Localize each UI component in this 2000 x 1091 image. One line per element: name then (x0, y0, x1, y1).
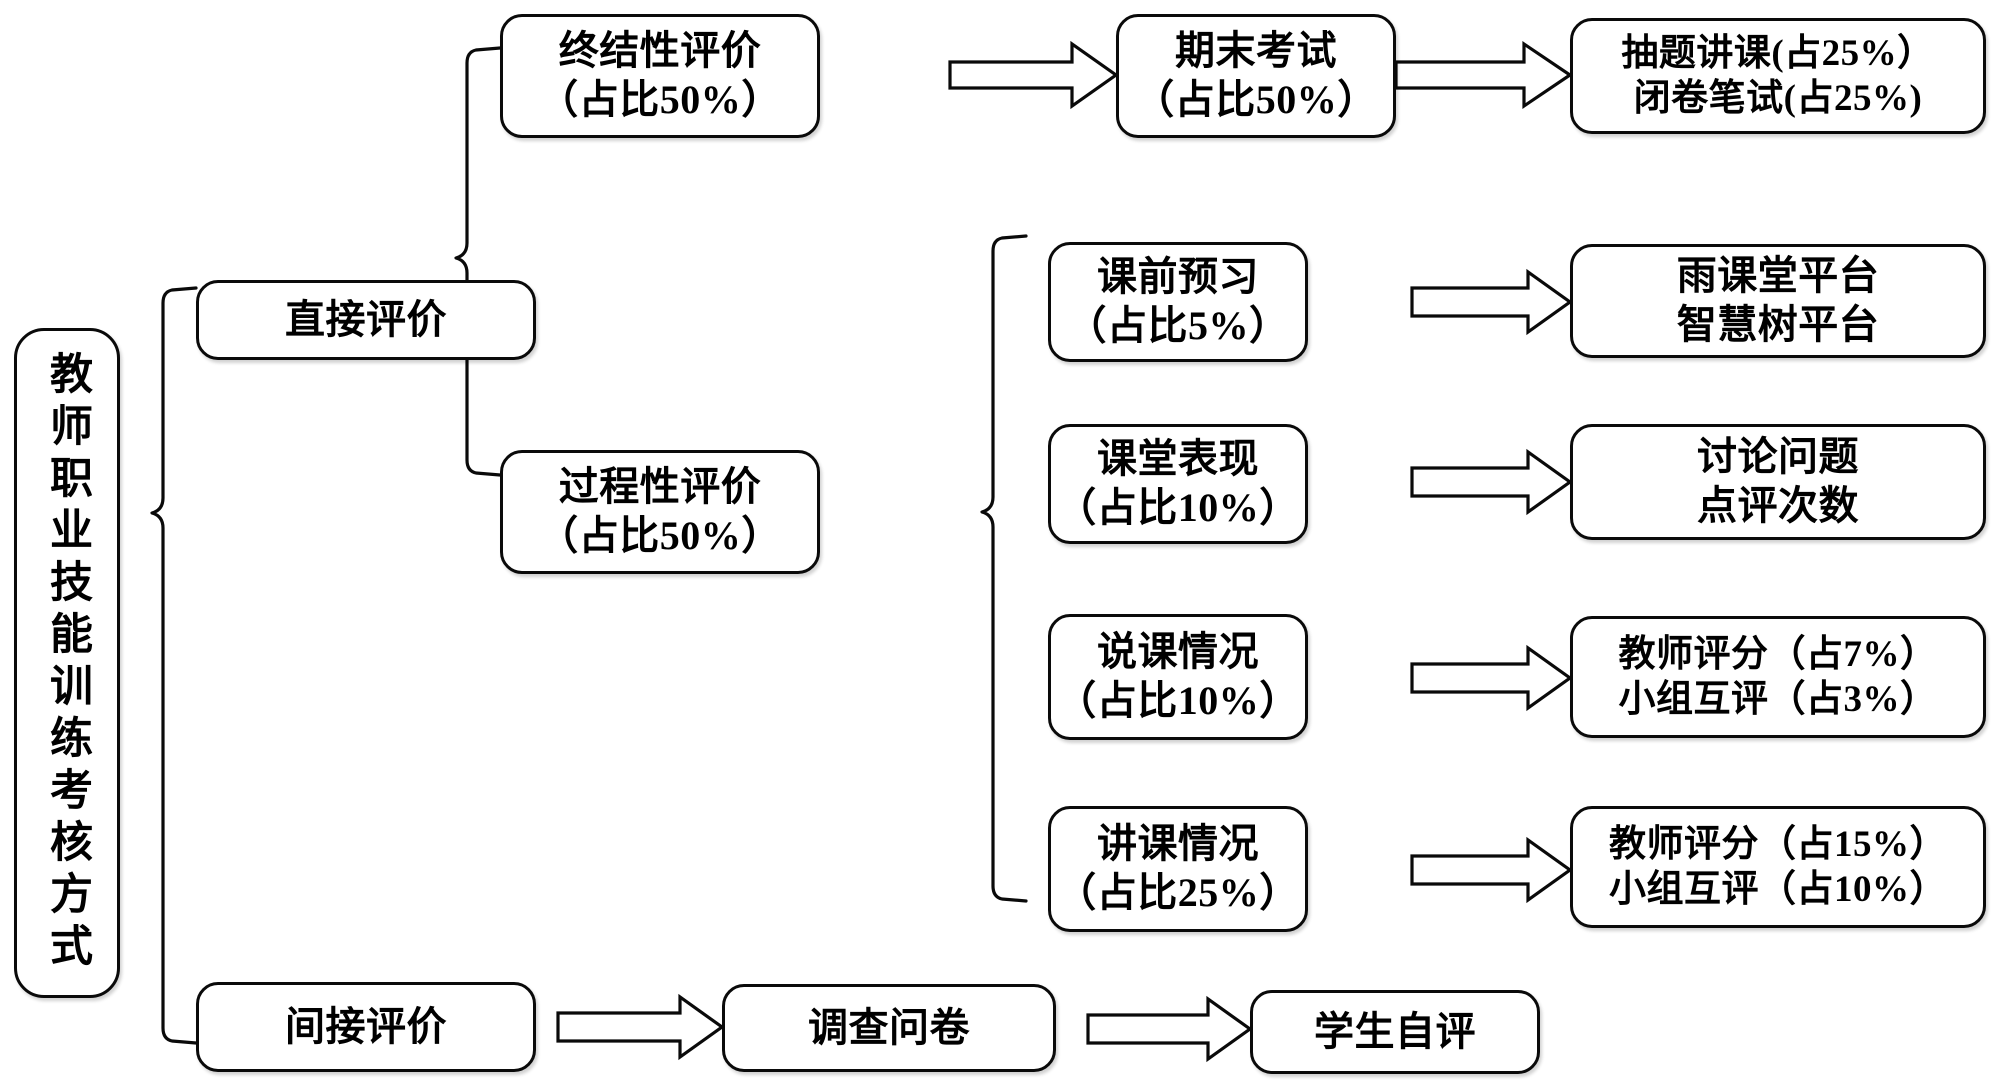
node-class-performance-detail[interactable]: 讨论问题 点评次数 (1570, 424, 1986, 540)
node-lesson-presentation-label: 说课情况 （占比10%） (1056, 629, 1300, 723)
node-process-evaluation-label: 过程性评价 （占比50%） (538, 464, 782, 558)
node-summative-evaluation[interactable]: 终结性评价 （占比50%） (500, 14, 820, 138)
node-direct-evaluation[interactable]: 直接评价 (196, 280, 536, 360)
block-arrow-lessontalk-to-detail (1410, 644, 1573, 712)
node-pre-class-preview[interactable]: 课前预习 （占比5%） (1048, 242, 1308, 362)
block-arrow-teaching-to-detail (1410, 836, 1573, 904)
node-exam-breakdown-label: 抽题讲课(占25%） 闭卷笔试(占25%) (1621, 32, 1935, 119)
node-teaching-practice-label: 讲课情况 （占比25%） (1056, 821, 1300, 915)
node-student-self-evaluation-label: 学生自评 (1314, 1008, 1476, 1054)
node-process-evaluation[interactable]: 过程性评价 （占比50%） (500, 450, 820, 574)
root-brace (150, 286, 198, 1045)
node-questionnaire-label: 调查问卷 (808, 1004, 970, 1050)
node-indirect-evaluation[interactable]: 间接评价 (196, 982, 536, 1072)
node-questionnaire[interactable]: 调查问卷 (722, 984, 1056, 1072)
node-teaching-practice[interactable]: 讲课情况 （占比25%） (1048, 806, 1308, 932)
node-direct-evaluation-label: 直接评价 (285, 296, 447, 342)
node-lesson-presentation-detail-label: 教师评分（占7%） 小组互评（占3%） (1618, 633, 1938, 720)
node-exam-breakdown[interactable]: 抽题讲课(占25%） 闭卷笔试(占25%) (1570, 18, 1986, 134)
node-class-performance[interactable]: 课堂表现 （占比10%） (1048, 424, 1308, 544)
block-arrow-summative-to-exam (948, 40, 1119, 110)
node-preview-platforms-label: 雨课堂平台 智慧树平台 (1676, 253, 1880, 347)
node-final-exam[interactable]: 期末考试 （占比50%） (1116, 14, 1396, 138)
node-preview-platforms[interactable]: 雨课堂平台 智慧树平台 (1570, 244, 1986, 358)
block-arrow-indirect-to-questionnaire (556, 993, 725, 1061)
node-summative-evaluation-label: 终结性评价 （占比50%） (538, 28, 782, 122)
block-arrow-exam-to-detail (1394, 40, 1573, 110)
node-root-label: 教师职业技能训练考核方式 (43, 351, 91, 975)
node-teaching-practice-detail-label: 教师评分（占15%） 小组互评（占10%） (1609, 823, 1947, 910)
node-pre-class-preview-label: 课前预习 （占比5%） (1066, 254, 1290, 348)
block-arrow-questionnaire-to-selfeval (1086, 995, 1253, 1063)
node-lesson-presentation[interactable]: 说课情况 （占比10%） (1048, 614, 1308, 740)
node-indirect-evaluation-label: 间接评价 (285, 1003, 447, 1049)
node-class-performance-label: 课堂表现 （占比10%） (1056, 436, 1300, 530)
process-eval-brace (980, 234, 1028, 903)
node-class-performance-detail-label: 讨论问题 点评次数 (1697, 434, 1859, 528)
node-root-assessment-method[interactable]: 教师职业技能训练考核方式 (14, 328, 120, 998)
block-arrow-classperf-to-detail (1410, 448, 1573, 516)
node-student-self-evaluation[interactable]: 学生自评 (1250, 990, 1540, 1074)
node-teaching-practice-detail[interactable]: 教师评分（占15%） 小组互评（占10%） (1570, 806, 1986, 928)
node-lesson-presentation-detail[interactable]: 教师评分（占7%） 小组互评（占3%） (1570, 616, 1986, 738)
node-final-exam-label: 期末考试 （占比50%） (1134, 28, 1378, 122)
direct-eval-brace (454, 46, 502, 477)
block-arrow-preview-to-detail (1410, 268, 1573, 336)
